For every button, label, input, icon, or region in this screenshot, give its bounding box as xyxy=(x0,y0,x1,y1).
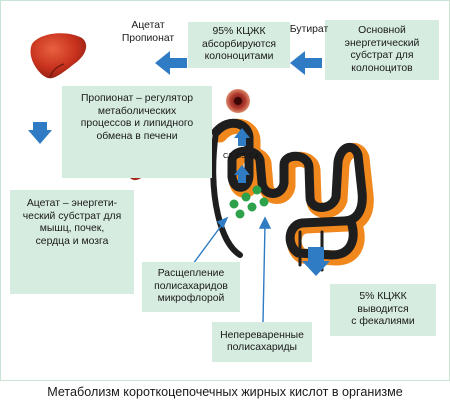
figure-caption: Метаболизм короткоцепочечных жирных кисл… xyxy=(47,385,403,399)
acetate-box: Ацетат – энергети- ческий субстрат для м… xyxy=(10,190,134,294)
absorbed-box: 95% КЦЖК абсорбируются колоноцитами xyxy=(188,22,290,68)
split-line: полисахаридов xyxy=(154,280,228,292)
energy-substrate-line: субстрат для xyxy=(350,50,414,61)
arrow-left-icon xyxy=(155,51,187,75)
propionate-line: обмена в печени xyxy=(96,130,178,142)
scfa-dot xyxy=(259,197,269,207)
split-line: Расщепление xyxy=(157,268,225,280)
arrow-up-icon xyxy=(234,165,250,183)
energy-substrate-box: Основной энергетический субстрат для кол… xyxy=(325,20,439,80)
acetate-line: ческий субстрат для xyxy=(22,210,122,222)
pointer-lines xyxy=(189,216,272,323)
arrow-down-icon xyxy=(302,247,330,276)
scfa-label-c4: C4 xyxy=(249,151,259,160)
scfa-dot xyxy=(252,185,262,195)
diagram-art xyxy=(28,33,374,323)
scfa-dot xyxy=(235,209,245,219)
acetate-line: сердца и мозга xyxy=(35,235,109,247)
butyrate-label: Бутират xyxy=(289,24,329,35)
liver-icon xyxy=(30,33,87,79)
colon-tube-black xyxy=(211,118,367,260)
absorbed-line: колоноцитами xyxy=(204,51,274,63)
excreted-box: 5% КЦЖК выводится с фекалиями xyxy=(330,284,436,336)
undigested-line: Непереваренные xyxy=(220,329,304,341)
scfa-dot xyxy=(241,192,251,202)
propionate-box: Пропионат – регулятор метаболических про… xyxy=(62,86,212,178)
excreted-line: выводится xyxy=(357,303,409,315)
energy-substrate-line: Основной xyxy=(358,25,406,36)
scfa-label-c3: C3 xyxy=(236,151,246,160)
flow-arrows xyxy=(28,51,330,276)
acetate-propionate-label: Ацетат Пропионат xyxy=(121,20,175,44)
colon-descending xyxy=(210,129,243,258)
arrow-up-icon xyxy=(234,128,250,146)
scfa-dot xyxy=(247,202,257,212)
scfa-dots xyxy=(229,185,269,219)
acetate-line: Ацетат – энергети- xyxy=(26,198,118,209)
split-line: микрофлорой xyxy=(157,293,225,305)
propionate-line: процессов и липидного xyxy=(80,118,194,129)
acetate-line: мышц, почек, xyxy=(39,223,105,234)
propionate-line: метаболических xyxy=(97,105,177,117)
excreted-line: 5% КЦЖК xyxy=(359,291,407,303)
undigested-line: полисахариды xyxy=(227,342,297,353)
arrow-down-icon xyxy=(28,122,52,144)
scfa-dot xyxy=(229,199,239,209)
excreted-line: с фекалиями xyxy=(351,316,415,328)
absorbed-line: 95% КЦЖК xyxy=(212,26,266,38)
undigested-box: Непереваренные полисахариды xyxy=(212,322,312,362)
energy-substrate-line: энергетический xyxy=(344,37,420,49)
absorbed-line: абсорбируются xyxy=(201,38,277,50)
arrow-left-icon xyxy=(290,51,322,75)
scfa-label-c2: C2 xyxy=(223,151,233,160)
colon-section-icon xyxy=(226,89,250,113)
energy-substrate-line: колоноцитов xyxy=(351,62,413,74)
colon-illustration xyxy=(210,118,374,272)
microflora-split-box: Расщепление полисахаридов микрофлорой xyxy=(142,262,240,312)
propionate-line: Пропионат – регулятор xyxy=(80,93,194,104)
